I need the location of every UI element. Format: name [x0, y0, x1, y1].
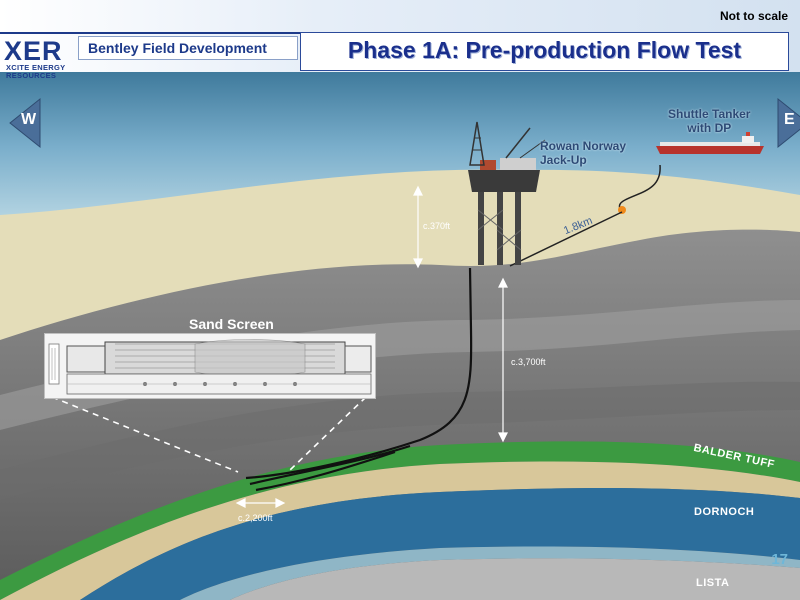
project-label: Bentley Field Development — [78, 36, 298, 60]
water-depth-label: c.370ft — [423, 221, 451, 231]
lateral-length-label: c.2,200ft — [238, 513, 273, 523]
lower-pale-layer — [180, 546, 800, 600]
sand-screen-drawing — [48, 339, 372, 395]
page-number: 17 — [771, 551, 788, 568]
sand-screen-title: Sand Screen — [189, 316, 274, 332]
callout-line-1 — [51, 396, 239, 473]
sand-screen-inset — [44, 333, 376, 399]
project-name: Bentley Field Development — [88, 40, 267, 56]
flowline — [509, 211, 623, 267]
jack-up-rig — [468, 121, 546, 265]
tanker-label: Shuttle Tanker with DP — [668, 107, 750, 135]
nav-west-button[interactable]: W — [8, 97, 42, 149]
title-box: Phase 1A: Pre-production Flow Test — [300, 32, 789, 71]
water-depth-arrow — [413, 185, 423, 269]
scale-note: Not to scale — [719, 9, 788, 23]
dornoch-sand-layer — [0, 461, 800, 600]
chevron-right-icon — [777, 97, 800, 149]
lateral-length-arrow — [235, 498, 286, 508]
rock-band-dark — [0, 381, 800, 500]
rig-label-line-1: Rowan Norway — [540, 139, 627, 153]
logo-subtitle: XCITE ENERGY RESOURCES — [6, 64, 65, 80]
dornoch-blue-layer — [80, 488, 800, 600]
tanker-label-line-2: with DP — [687, 121, 732, 135]
rig-label-line-2: Jack-Up — [540, 153, 587, 167]
logo: XER — [4, 36, 63, 66]
lista-label: LISTA — [696, 577, 730, 589]
slide-title: Phase 1A: Pre-production Flow Test — [347, 37, 742, 63]
nav-west-label: W — [21, 111, 37, 128]
buoy — [618, 206, 626, 214]
logo-subtitle-line-1: XCITE ENERGY — [6, 63, 66, 72]
shuttle-tanker — [656, 132, 764, 154]
chevron-left-icon — [9, 97, 41, 149]
lista-layer — [230, 558, 800, 600]
balder-tuff-layer — [0, 441, 800, 600]
reservoir-depth-label: c.3,700ft — [511, 357, 546, 367]
rock-band-light — [0, 300, 800, 430]
reservoir-depth-arrow — [498, 277, 508, 443]
nav-east-button[interactable]: E — [776, 97, 800, 149]
wellbore-lateral-1 — [249, 444, 411, 486]
dornoch-label: DORNOCH — [694, 506, 755, 518]
header-strip — [0, 32, 300, 34]
rig-label: Rowan Norway Jack-Up — [540, 139, 626, 167]
tanker-label-line-1: Shuttle Tanker — [668, 107, 751, 121]
wellbore-lateral-2 — [255, 450, 396, 492]
nav-east-label: E — [784, 111, 795, 128]
wellbore — [245, 267, 473, 480]
logo-subtitle-line-2: RESOURCES — [6, 71, 57, 80]
